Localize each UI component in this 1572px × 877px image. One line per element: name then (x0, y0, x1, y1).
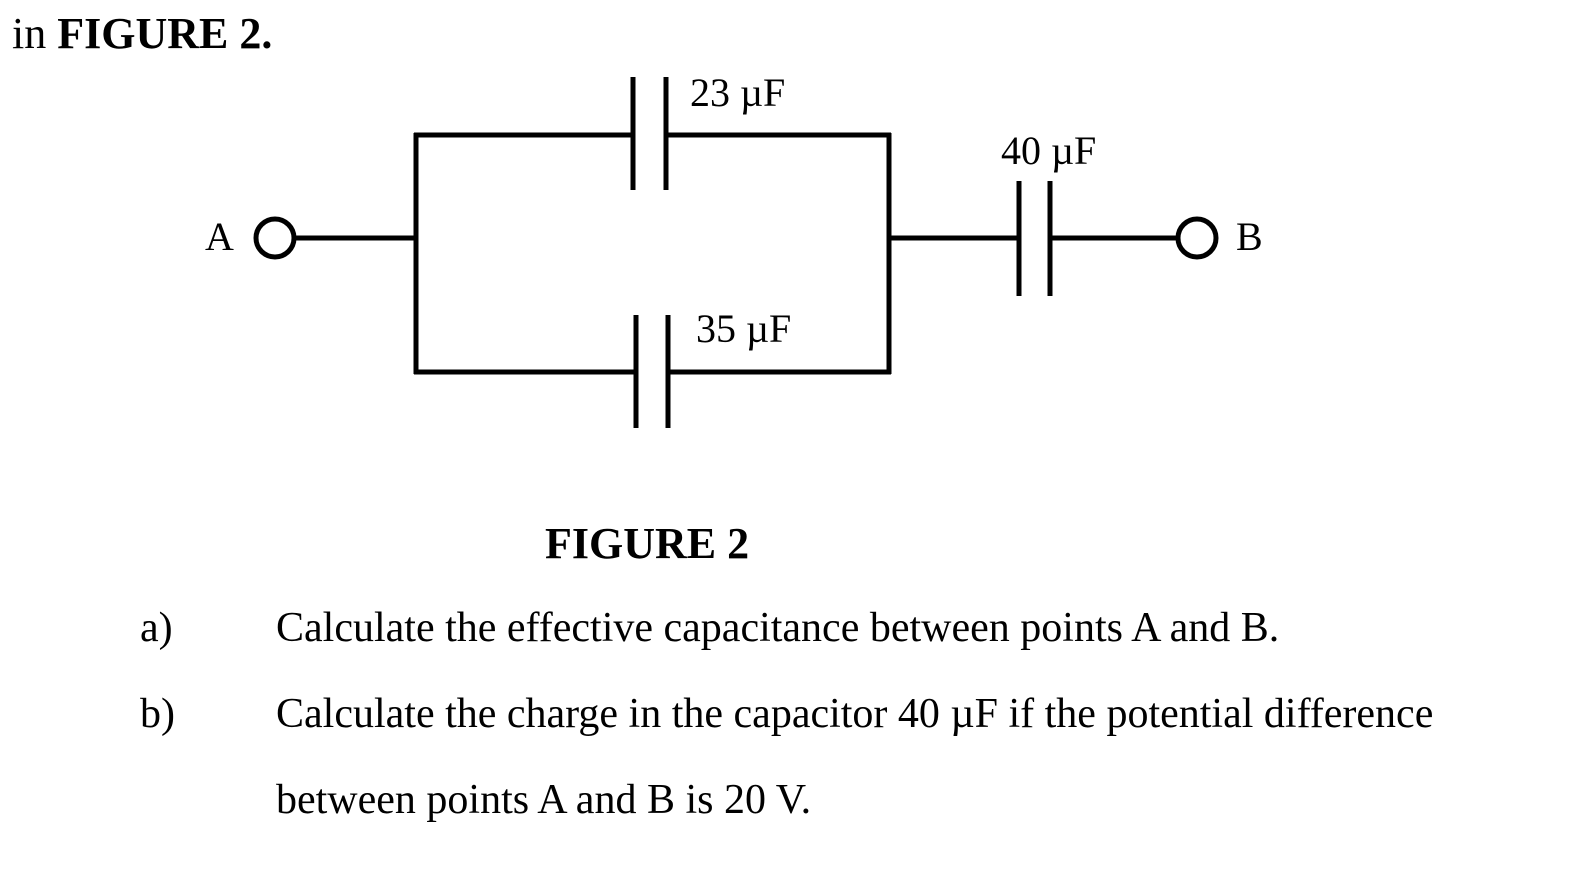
terminal-a-node (253, 216, 297, 260)
question-b-label: b) (140, 691, 175, 737)
capacitor-35uF-symbol (633, 315, 671, 428)
capacitor-35uF-label: 35 µF (696, 306, 791, 351)
capacitor-23uF-label: 23 µF (690, 70, 785, 115)
question-a: a) Calculate the effective capacitance b… (0, 604, 1572, 656)
question-a-label: a) (140, 605, 173, 651)
intro-prefix: in (12, 9, 58, 58)
question-a-text: Calculate the effective capacitance betw… (276, 605, 1280, 651)
figure-caption: FIGURE 2 (545, 519, 750, 568)
intro-line: in FIGURE 2. (12, 10, 272, 58)
figure-reference: FIGURE 2. (57, 9, 273, 58)
circuit-diagram: A B 23 µF 35 µF 40 µF (205, 70, 1263, 428)
capacitor-40uF-symbol (1016, 181, 1053, 296)
terminal-b-node (1175, 216, 1219, 260)
question-b: b) Calculate the charge in the capacitor… (0, 690, 1572, 830)
terminal-a-label: A (205, 214, 234, 259)
capacitor-23uF-symbol (630, 77, 669, 190)
capacitor-40uF-label: 40 µF (1001, 128, 1096, 173)
question-b-text-line-1: Calculate the charge in the capacitor 40… (276, 691, 1434, 737)
question-b-text-line-2: between points A and B is 20 V. (276, 777, 812, 823)
terminal-b-label: B (1236, 214, 1263, 259)
